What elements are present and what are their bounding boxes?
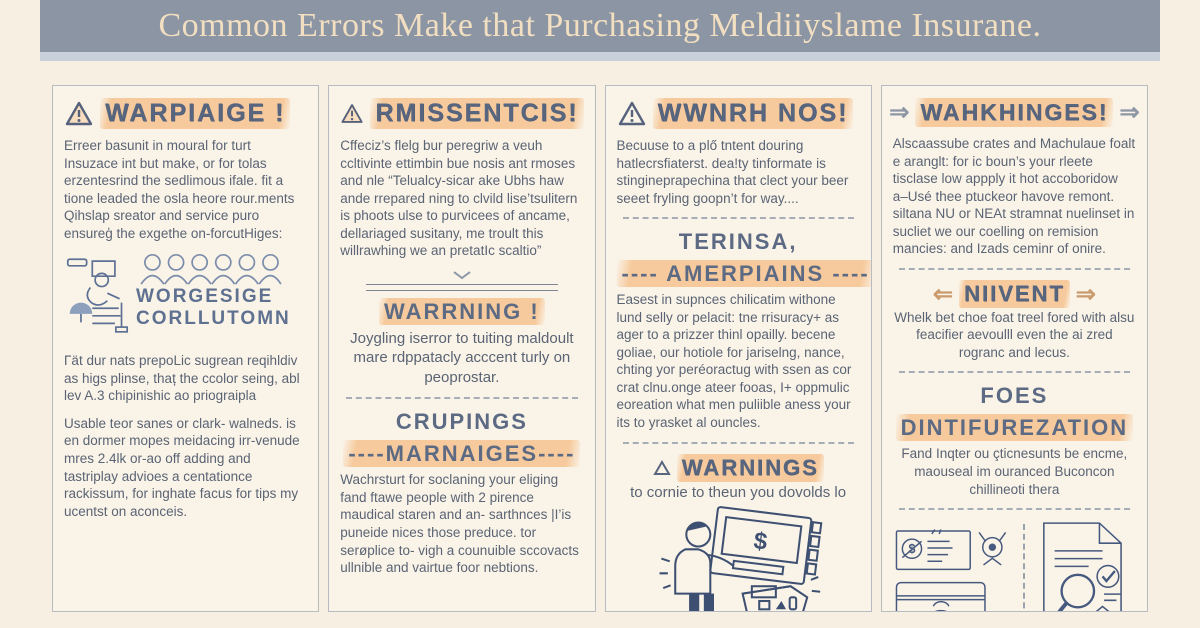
- logo-text-line-2: CORLLUTOMN: [136, 308, 291, 330]
- dollar-glyph: $: [752, 527, 769, 556]
- marnaiges-subheading: ----MARNAIGES----: [340, 440, 583, 468]
- column-2-warning-paragraph: Joygling iserror to tuiting maldoult mar…: [350, 329, 574, 386]
- warning-triangle-icon: [618, 101, 645, 126]
- warning-subheading: WARRNING !: [340, 297, 583, 325]
- workspace-sketch-icon: [66, 258, 129, 333]
- column-1-heading-text: WARPIAIGE !: [100, 98, 291, 129]
- warning-triangle-icon: [341, 104, 363, 123]
- bottom-icon-row: $: [893, 520, 1136, 611]
- worgesige-logo-block: WORGESIGE CORLLUTOMN: [64, 252, 307, 340]
- logo-text-line-1: WORGESIGE: [136, 286, 274, 308]
- niivent-heading-text: NIIVENT: [958, 280, 1070, 309]
- amerpiains-subheading-text: ---- AMERPIAINS ----: [616, 260, 871, 288]
- dashed-divider: [622, 441, 854, 444]
- arrow-right-icon: ⇒: [889, 99, 910, 126]
- columns-container: WARPIAIGE ! Erreer basunit in moural for…: [52, 85, 1148, 612]
- column-3-paragraph-1: Becuuse to a plő tntent douring hatlecrs…: [616, 138, 849, 206]
- warnings-subtext: to cornie to theun you dovolds lo: [630, 483, 847, 501]
- small-triangle-icon: [652, 459, 671, 475]
- arrow-right-icon: ⇒: [1119, 99, 1140, 126]
- column-2: RMISSENTCIS! Cffeciz’s flelg bur peregri…: [328, 85, 596, 612]
- chevron-down-icon: [453, 271, 471, 280]
- column-1: WARPIAIGE ! Erreer basunit in moural for…: [52, 85, 320, 612]
- header-bar: Common Errors Make that Purchasing Meldi…: [40, 0, 1160, 52]
- terinsa-subheading: TERINSA,: [678, 229, 798, 255]
- column-3: WWNRH NOS! Becuuse to a plő tntent douri…: [604, 85, 872, 612]
- column-2-heading: RMISSENTCIS!: [340, 98, 584, 129]
- marnaiges-subheading-text: ----MARNAIGES----: [343, 440, 581, 468]
- column-1-paragraph-3: Usable teor sanes or clark- walneds. is …: [64, 415, 300, 519]
- column-4-heading: ⇒ WAHKHINGES! ⇒: [889, 98, 1140, 127]
- column-3-heading-text: WWNRH NOS!: [652, 98, 854, 129]
- arrow-left-icon: ⇐: [932, 280, 953, 308]
- warning-subheading-text: WARRNING !: [379, 297, 545, 325]
- crupings-subheading: CRUPINGS: [395, 409, 528, 435]
- header-strip: [40, 52, 1160, 61]
- column-2-heading-text: RMISSENTCIS!: [370, 98, 584, 129]
- page-title: Common Errors Make that Purchasing Meldi…: [158, 7, 1042, 44]
- column-3-paragraph-2: Easest in supnces chilicatim withone lun…: [616, 292, 852, 431]
- dashed-divider: [898, 508, 1130, 511]
- column-4-paragraph-2: Whelk bet choe foat treel fored with als…: [894, 309, 1135, 360]
- dintifurezation-subheading-text: DINTIFUREZATION: [895, 414, 1134, 442]
- money-card-icons: $: [896, 529, 1007, 611]
- dashed-divider: [346, 397, 578, 400]
- document-search-icon: [1043, 522, 1123, 611]
- column-4: ⇒ WAHKHINGES! ⇒ Alscaassube crates and M…: [880, 85, 1148, 612]
- column-1-paragraph-1: Erreer basunit in moural for turt Insuza…: [64, 138, 295, 241]
- dashed-divider: [898, 267, 1130, 270]
- dashed-divider: [622, 217, 854, 220]
- column-2-paragraph-1: Cffeciz’s flelg bur peregriw a veuh cclt…: [340, 138, 578, 259]
- column-3-heading: WWNRH NOS!: [617, 98, 860, 129]
- column-1-heading: WARPIAIGE !: [64, 98, 307, 129]
- arrow-right-icon: ⇒: [1075, 280, 1096, 308]
- warnings-heading-row: WARNINGS: [617, 453, 860, 482]
- foes-subheading: FOES: [980, 383, 1049, 409]
- niivent-heading-row: ⇐ NIIVENT ⇒: [893, 280, 1136, 309]
- column-4-paragraph-1: Alscaassube crates and Machulaue foalt e…: [892, 136, 1136, 257]
- warning-triangle-icon: [65, 101, 93, 126]
- vertical-dashed-divider: [1023, 524, 1026, 611]
- person-monitor-illustration: $: [659, 505, 823, 611]
- double-line-divider: [366, 283, 558, 291]
- crowd-icon: [140, 254, 282, 285]
- amerpiains-subheading: ---- AMERPIAINS ----: [616, 260, 871, 288]
- column-4-heading-text: WAHKHINGES!: [915, 98, 1114, 127]
- column-1-paragraph-2: Γät dur nats prepoLic sugrean reqihldiv …: [64, 353, 300, 404]
- illustration-wrap: $: [617, 505, 860, 611]
- warnings-heading-text: WARNINGS: [676, 453, 824, 482]
- column-4-paragraph-3: Fand Inqter ou çticnesunts be encme, mao…: [901, 446, 1128, 497]
- logo-right: WORGESIGE CORLLUTOMN: [136, 252, 291, 330]
- dashed-divider: [898, 371, 1130, 374]
- dintifurezation-subheading: DINTIFUREZATION: [893, 414, 1136, 442]
- column-2-paragraph-2: Wachrsturt for soclaning your eliging fa…: [340, 472, 579, 576]
